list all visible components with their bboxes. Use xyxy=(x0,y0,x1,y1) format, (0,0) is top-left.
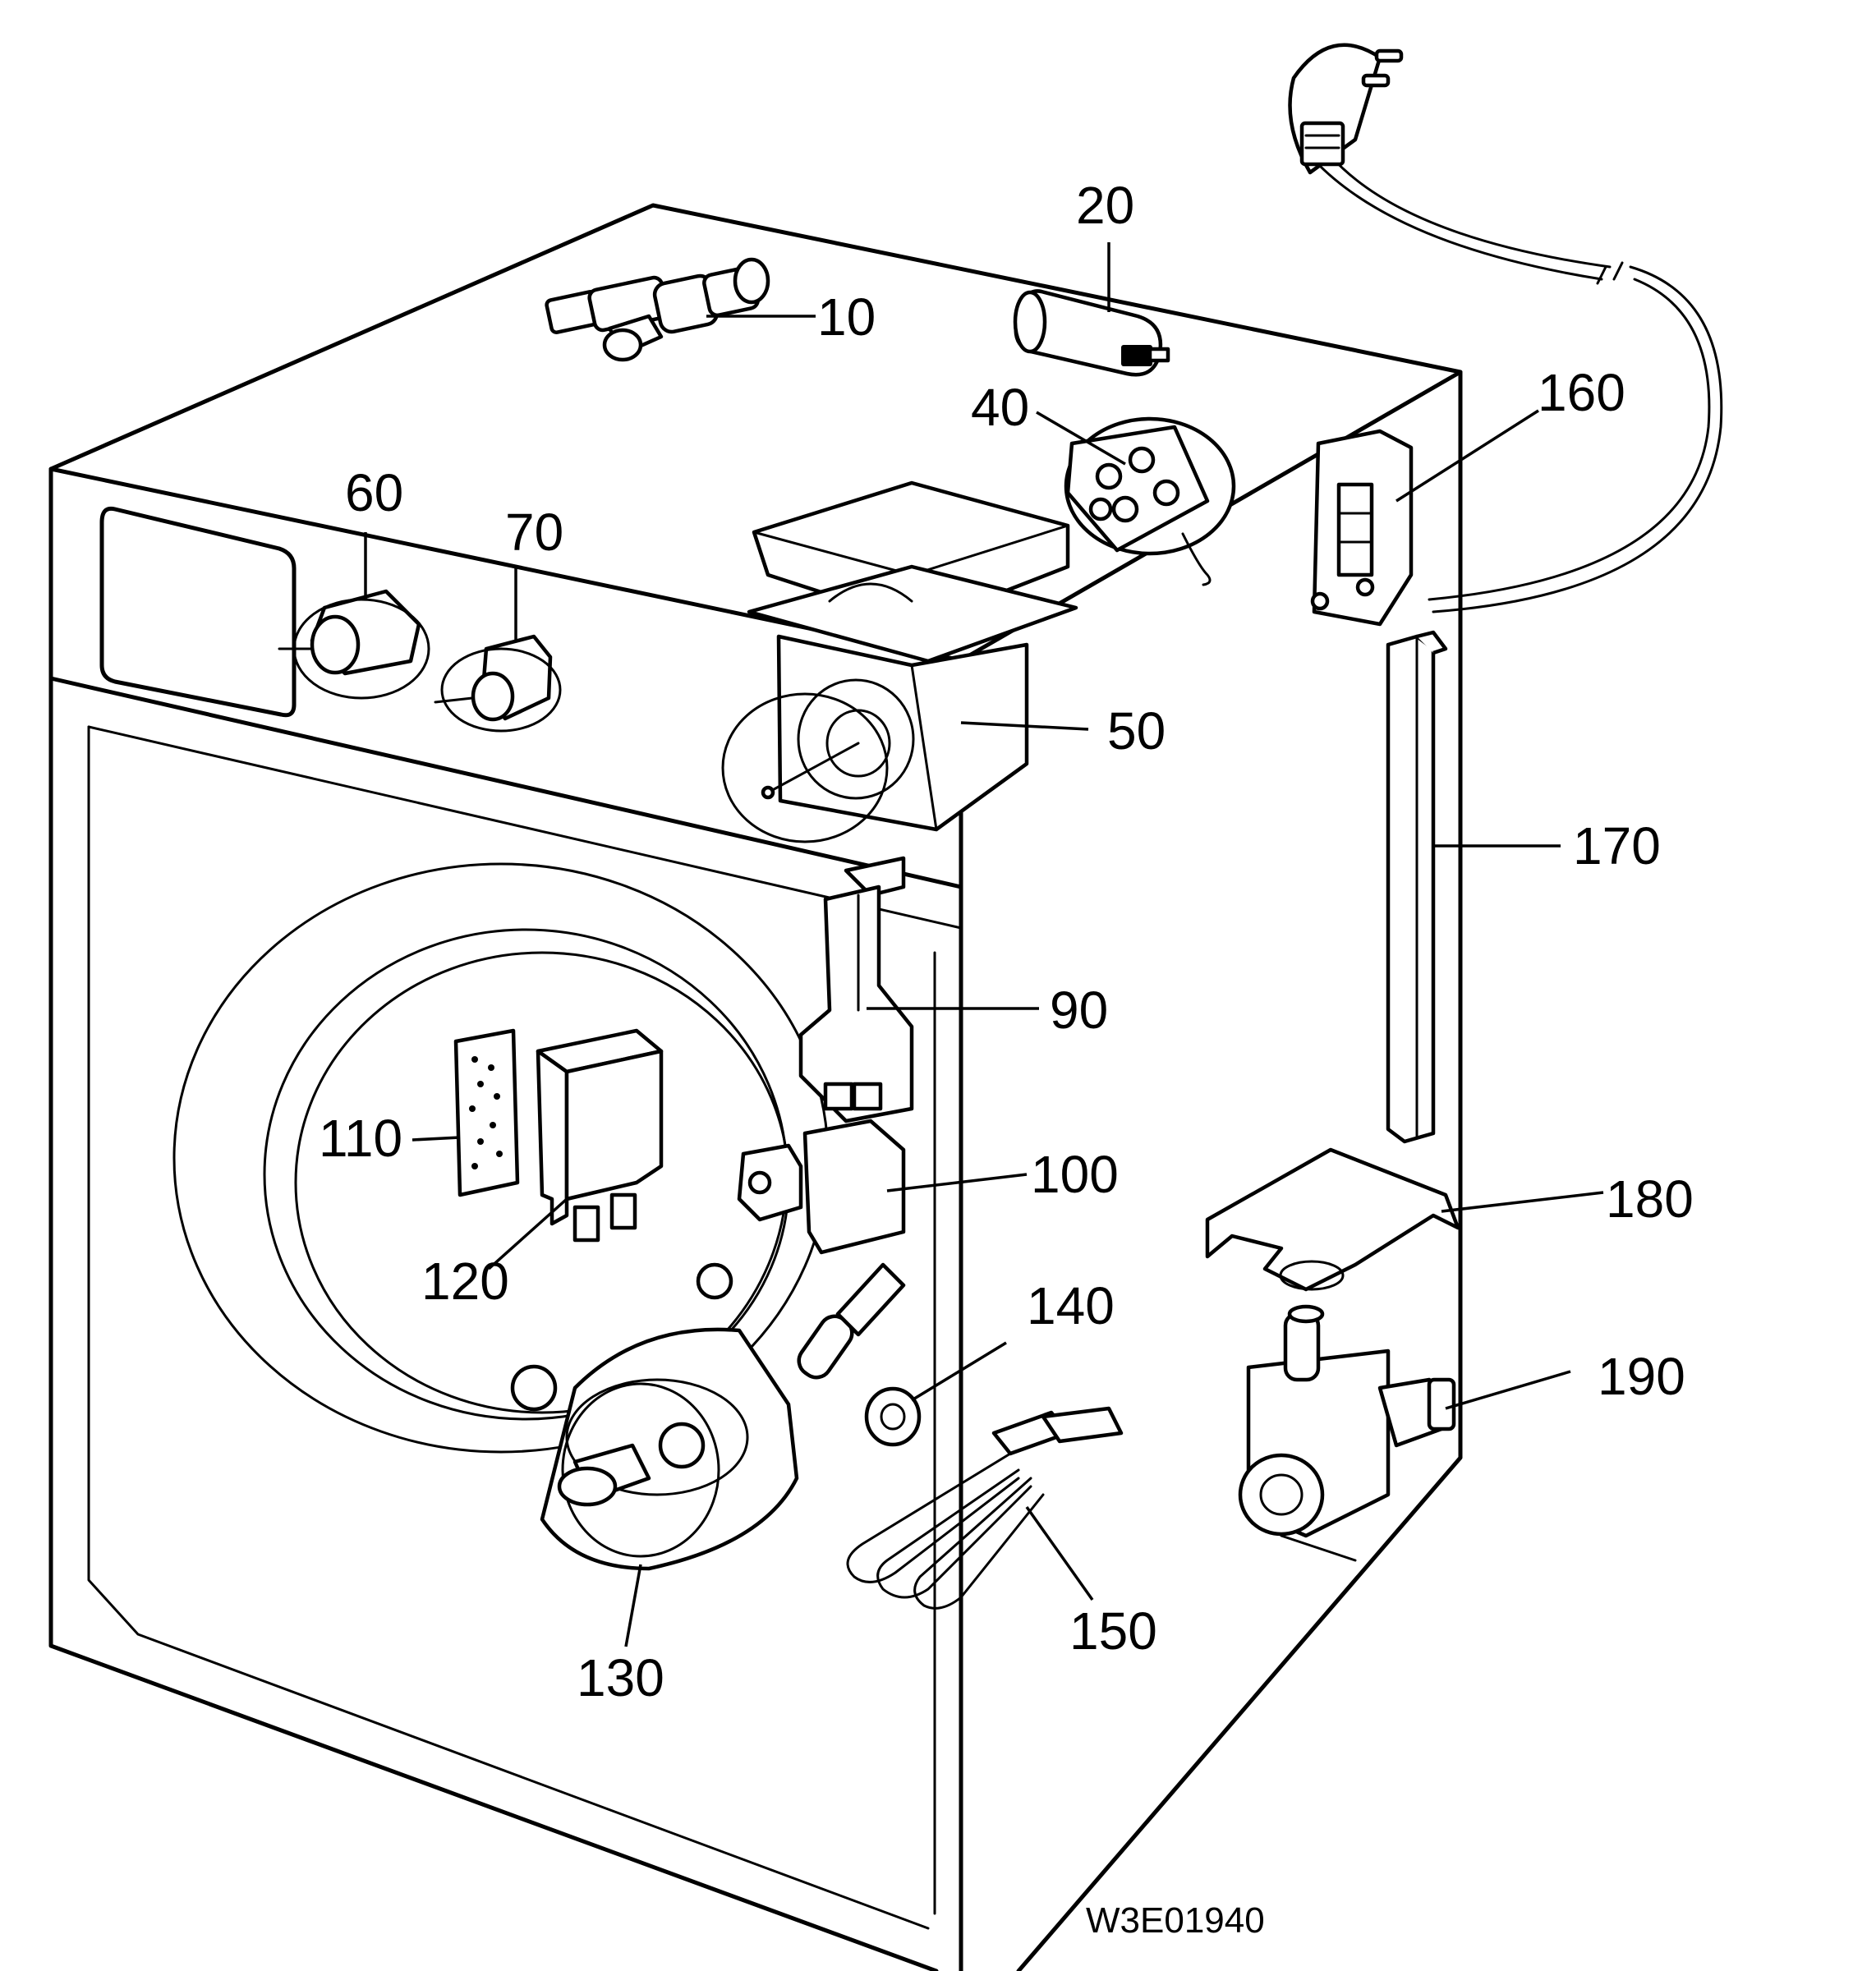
leader-40 xyxy=(1036,411,1126,466)
electronic-board xyxy=(453,1028,520,1197)
callout-180: 180 xyxy=(1606,1169,1694,1229)
heating-element xyxy=(846,1406,1124,1610)
leader-150 xyxy=(1025,1505,1094,1601)
callout-20: 20 xyxy=(1076,176,1134,235)
callout-120: 120 xyxy=(421,1252,509,1311)
interference-filter xyxy=(278,589,430,700)
callout-40: 40 xyxy=(971,378,1029,437)
leader-50 xyxy=(960,721,1089,731)
callout-130: 130 xyxy=(577,1648,664,1707)
plinth xyxy=(49,1644,938,1971)
leader-190 xyxy=(1445,1370,1571,1410)
callout-190: 190 xyxy=(1598,1347,1685,1406)
leader-110 xyxy=(412,1136,461,1142)
door-interlock xyxy=(737,1119,906,1255)
callout-50: 50 xyxy=(1107,701,1166,760)
callout-60: 60 xyxy=(345,463,403,522)
callout-110: 110 xyxy=(319,1109,402,1168)
leader-lines xyxy=(364,242,1604,1647)
terminal-block xyxy=(1310,429,1414,627)
leader-140 xyxy=(911,1341,1007,1402)
pump-bracket xyxy=(1205,1147,1460,1292)
callout-160: 160 xyxy=(1538,363,1625,422)
callout-100: 100 xyxy=(1031,1145,1119,1204)
callout-170: 170 xyxy=(1573,816,1661,875)
leader-160 xyxy=(1396,409,1539,503)
cabinet-side-edge xyxy=(1016,370,1463,1971)
callout-10: 10 xyxy=(817,287,876,347)
pressure-switch xyxy=(1064,416,1236,586)
mains-switch xyxy=(434,634,562,733)
leader-120 xyxy=(487,1197,568,1270)
control-panel-edge xyxy=(48,676,963,889)
wiring-bracket xyxy=(798,856,914,1123)
leader-180 xyxy=(1441,1191,1604,1213)
electronic-module xyxy=(536,1028,664,1243)
callout-140: 140 xyxy=(1027,1276,1115,1335)
motor xyxy=(510,1262,906,1571)
callout-150: 150 xyxy=(1069,1601,1157,1661)
mains-cable-plug xyxy=(1288,43,1723,613)
leader-130 xyxy=(624,1564,642,1647)
detergent-drawer xyxy=(99,506,297,718)
diagram-reference-code: W3E01940 xyxy=(1086,1900,1265,1941)
front-panel-top-inner xyxy=(87,725,963,930)
cable-channel xyxy=(1386,630,1448,1144)
drain-pump xyxy=(1238,1304,1456,1562)
callout-70: 70 xyxy=(505,503,563,562)
programme-timer xyxy=(721,480,1078,843)
callout-90: 90 xyxy=(1050,981,1108,1040)
washing-machine-cabinet xyxy=(48,203,1463,1971)
front-panel-inner xyxy=(87,725,930,1930)
inlet-valve xyxy=(545,257,770,362)
capacitor xyxy=(1013,289,1170,377)
callout-labels: 10 20 40 50 60 70 90 100 110 120 130 140… xyxy=(319,176,1694,1707)
leader-100 xyxy=(886,1173,1028,1192)
mains-choke xyxy=(864,1386,922,1447)
